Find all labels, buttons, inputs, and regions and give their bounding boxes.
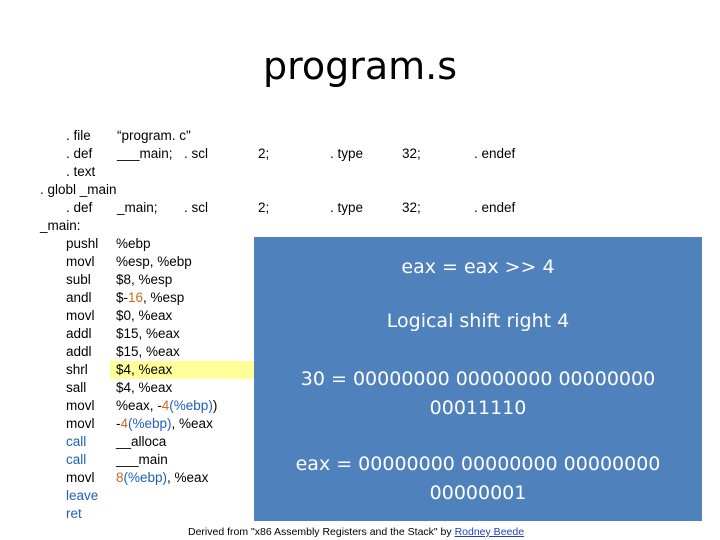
def-name: ___main; — [117, 146, 173, 161]
operand-pre: %ebp — [116, 236, 151, 251]
directive-def: . def — [66, 146, 93, 161]
instruction-opcode: ret — [66, 506, 82, 521]
def-type: . type — [330, 146, 364, 161]
operand-num: 8 — [116, 470, 124, 485]
operand-pre: %esp, %ebp — [116, 254, 192, 269]
operand-pre: $15, %eax — [116, 326, 180, 341]
instruction-operands: %esp, %ebp — [116, 253, 192, 271]
def-scl: . scl — [184, 146, 209, 161]
operand-reg: (%ebp) — [169, 398, 213, 413]
instruction-opcode: pushl — [66, 236, 99, 251]
instruction-opcode: addl — [66, 344, 92, 359]
operand-pre: $4, %eax — [116, 380, 173, 395]
instruction-opcode: shrl — [66, 362, 88, 377]
instruction-opcode: call — [66, 452, 87, 467]
directive-def: . def — [66, 200, 93, 215]
instruction-operands: $0, %eax — [116, 307, 172, 325]
instruction-operands: $-16, %esp — [116, 289, 184, 307]
def-type-value: 32; — [402, 200, 421, 215]
operand-pre: $0, %eax — [116, 308, 173, 323]
author-link[interactable]: Rodney Beede — [454, 526, 525, 538]
directive-globl: . globl _main — [40, 182, 117, 197]
panel-value-before-line1: 30 = 00000000 00000000 00000000 — [300, 368, 656, 390]
operand-num: 4 — [161, 398, 170, 413]
def-endef: . endef — [474, 146, 516, 161]
main-label: _main: — [40, 218, 81, 233]
instruction-opcode: sall — [66, 380, 87, 395]
instruction-operands: ___main — [116, 451, 168, 469]
directive-file: . file — [66, 128, 91, 143]
instruction-opcode: movl — [66, 308, 95, 323]
instruction-opcode: andl — [66, 290, 92, 305]
instruction-operands: $15, %eax — [116, 325, 180, 343]
panel-value-after-line2: 00000001 — [429, 482, 527, 504]
attribution-text: Derived from "x86 Assembly Registers and… — [188, 526, 455, 538]
attribution: Derived from "x86 Assembly Registers and… — [188, 526, 524, 538]
instruction-opcode: subl — [66, 272, 91, 287]
operand-pre: __alloca — [116, 434, 167, 449]
instruction-operands: %ebp — [116, 235, 151, 253]
def-type-value: 32; — [402, 146, 421, 161]
def-type: . type — [330, 200, 364, 215]
directive-file-value: “program. c" — [117, 128, 191, 143]
panel-value-before-line2: 00011110 — [429, 397, 527, 419]
operand-post: , %esp — [143, 290, 185, 305]
def-endef: . endef — [474, 200, 516, 215]
operand-post: , %eax — [167, 470, 209, 485]
slide-title: program.s — [262, 44, 458, 88]
instruction-opcode: movl — [66, 416, 95, 431]
instruction-operands: $4, %eax — [116, 379, 172, 397]
instruction-operands: $8, %esp — [116, 271, 172, 289]
panel-shift-expression: eax = eax >> 4 — [401, 256, 555, 278]
operand-pre: ___main — [116, 452, 168, 467]
operand-pre: $15, %eax — [116, 344, 180, 359]
def-scl-value: 2; — [258, 146, 270, 161]
def-scl-value: 2; — [258, 200, 270, 215]
instruction-opcode: movl — [66, 398, 95, 413]
operand-post: ) — [212, 398, 218, 413]
instruction-opcode: leave — [66, 488, 99, 503]
instruction-operands: $15, %eax — [116, 343, 180, 361]
operand-reg: (%ebp) — [128, 416, 172, 431]
explanation-panel: eax = eax >> 4 Logical shift right 4 30 … — [254, 237, 702, 521]
current-instruction-highlight — [110, 361, 255, 379]
panel-shift-description: Logical shift right 4 — [386, 310, 570, 332]
def-name: _main; — [117, 200, 158, 215]
instruction-operands: $4, %eax — [116, 361, 172, 379]
operand-num: 16 — [128, 290, 144, 305]
operand-pre: - — [116, 416, 121, 431]
operand-pre: $8, %esp — [116, 272, 173, 287]
instruction-operands: __alloca — [116, 433, 166, 451]
operand-pre: %eax, - — [116, 398, 162, 413]
panel-value-after-line1: eax = 00000000 00000000 00000000 — [295, 453, 661, 475]
def-scl: . scl — [184, 200, 209, 215]
instruction-opcode: movl — [66, 254, 95, 269]
directive-text: . text — [66, 164, 96, 179]
instruction-operands: -4(%ebp), %eax — [116, 415, 213, 433]
operand-pre: $4, %eax — [116, 362, 173, 377]
instruction-operands: %eax, -4(%ebp)) — [116, 397, 217, 415]
operand-reg: (%ebp) — [123, 470, 168, 485]
instruction-opcode: addl — [66, 326, 92, 341]
operand-post: , %eax — [171, 416, 213, 431]
instruction-opcode: call — [66, 434, 87, 449]
instruction-opcode: movl — [66, 470, 95, 485]
operand-num: 4 — [120, 416, 129, 431]
instruction-operands: 8(%ebp), %eax — [116, 469, 208, 487]
operand-pre: $- — [116, 290, 129, 305]
